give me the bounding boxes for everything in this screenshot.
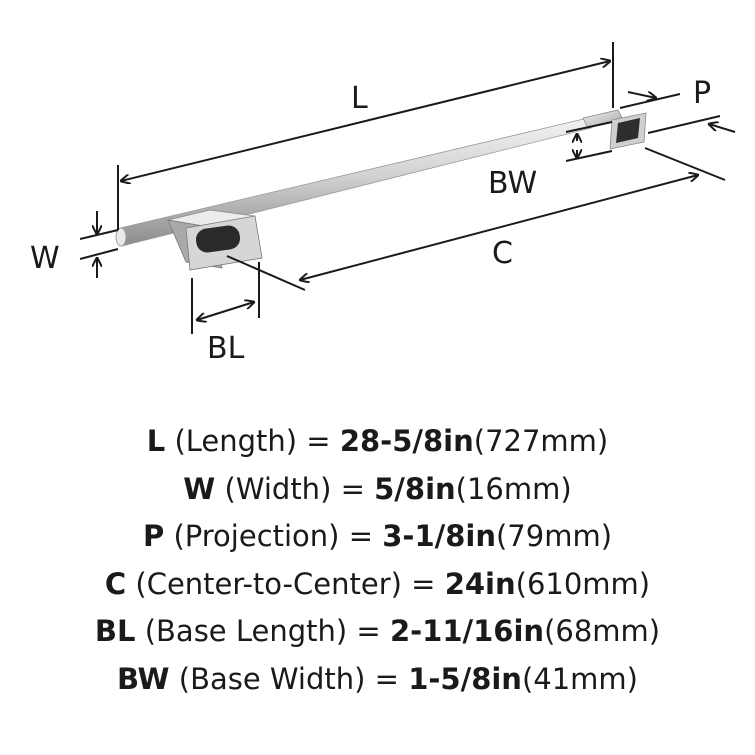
spec-name: (Center-to-Center) = [135, 566, 445, 601]
spec-name: (Base Width) = [178, 661, 409, 696]
rod-end-cap [115, 227, 127, 247]
label-C: C [492, 236, 513, 271]
spec-name: (Base Length) = [144, 614, 390, 648]
spec-imperial: 1-5/8in [408, 661, 522, 696]
spec-metric: (727mm) [473, 424, 609, 458]
spec-metric: (79mm) [495, 519, 613, 553]
label-L: L [351, 81, 368, 116]
dim-length: L [117, 42, 614, 230]
dim-projection: P [619, 76, 736, 134]
spec-code: W [183, 471, 216, 506]
spec-imperial: 24in [444, 566, 516, 601]
label-W: W [30, 241, 60, 276]
towel-bar-diagram: L W P BW C BL [30, 42, 736, 366]
spec-metric: (41mm) [521, 661, 638, 696]
spec-name: (Projection) = [173, 519, 383, 553]
dim-center-to-center: C [226, 147, 726, 291]
spec-metric: (610mm) [515, 566, 651, 601]
spec-row-center-to-center: C (Center-to-Center) = 24in(610mm) [0, 561, 755, 609]
spec-code: BL [94, 614, 136, 648]
spec-metric: (16mm) [455, 471, 572, 506]
spec-row-projection: P (Projection) = 3-1/8in(79mm) [0, 513, 755, 561]
towel-bar-product [115, 109, 647, 271]
spec-row-length: L (Length) = 28-5/8in(727mm) [0, 418, 755, 466]
spec-metric: (68mm) [544, 614, 661, 648]
spec-code: BW [117, 661, 170, 696]
spec-row-base-width: BW (Base Width) = 1-5/8in(41mm) [0, 656, 755, 704]
spec-code: P [142, 519, 165, 553]
spec-row-width: W (Width) = 5/8in(16mm) [0, 466, 755, 514]
dim-base-length: BL [191, 262, 260, 366]
spec-row-base-length: BL (Base Length) = 2-11/16in(68mm) [0, 608, 755, 656]
spec-name: (Length) = [174, 424, 340, 458]
label-P: P [693, 76, 711, 111]
right-post [582, 109, 647, 150]
spec-imperial: 3-1/8in [382, 519, 496, 553]
dim-width: W [30, 211, 119, 278]
label-BW: BW [488, 166, 537, 201]
spec-code: C [104, 566, 127, 601]
spec-imperial: 28-5/8in [339, 424, 474, 458]
spec-imperial: 5/8in [374, 471, 456, 506]
spec-name: (Width) = [224, 471, 375, 506]
dimension-spec-list: L (Length) = 28-5/8in(727mm) W (Width) =… [0, 418, 755, 703]
base-insert [195, 225, 241, 253]
spec-code: L [146, 424, 166, 458]
left-post [167, 209, 263, 271]
spec-imperial: 2-11/16in [389, 614, 545, 648]
label-BL: BL [207, 331, 245, 366]
